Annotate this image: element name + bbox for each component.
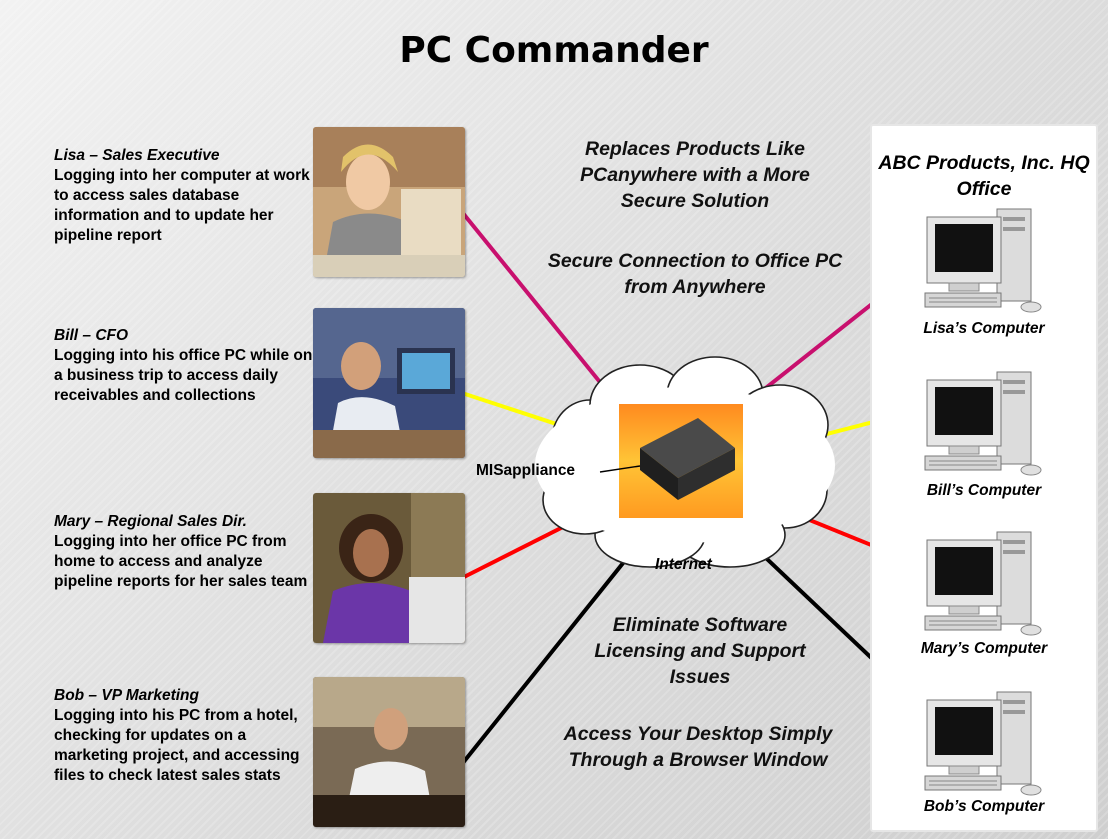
computer-label-lisa: Lisa’s Computer — [923, 320, 1045, 337]
persona-description: Logging into his office PC while on a bu… — [54, 347, 313, 404]
persona-name: Lisa – Sales Executive — [54, 147, 220, 164]
persona-name: Mary – Regional Sales Dir. — [54, 513, 247, 530]
computer-label-bob: Bob’s Computer — [923, 798, 1045, 815]
hq-office-title: ABC Products, Inc. HQ Office — [878, 152, 1090, 200]
bob-photo — [313, 677, 465, 827]
bill-photo — [313, 308, 465, 458]
persona-bob: Bob – VP Marketing Logging into his PC f… — [54, 686, 316, 786]
desktop-computer-icon — [924, 531, 1042, 636]
desktop-computer-icon — [924, 208, 1042, 313]
computer-label-bill: Bill’s Computer — [926, 482, 1042, 499]
message-browser-access: Access Your Desktop Simply Through a Bro… — [563, 723, 833, 771]
persona-name: Bill – CFO — [54, 327, 129, 344]
lisa-photo — [313, 127, 465, 277]
persona-description: Logging into her office PC from home to … — [54, 533, 308, 590]
persona-description: Logging into her computer at work to acc… — [54, 167, 310, 244]
desktop-computer-icon — [924, 371, 1042, 476]
internet-label: Internet — [655, 556, 712, 573]
persona-lisa: Lisa – Sales Executive Logging into her … — [54, 146, 316, 246]
message-replaces-products: Replaces Products Like PCanywhere with a… — [580, 138, 810, 212]
computer-label-mary: Mary’s Computer — [920, 640, 1048, 657]
persona-bill: Bill – CFO Logging into his office PC wh… — [54, 326, 316, 406]
desktop-computer-icon — [924, 691, 1042, 796]
misappliance-label: MISappliance — [476, 462, 576, 479]
message-secure-connection: Secure Connection to Office PC from Anyw… — [547, 250, 843, 298]
mary-photo — [313, 493, 465, 643]
persona-name: Bob – VP Marketing — [54, 687, 199, 704]
persona-description: Logging into his PC from a hotel, checki… — [54, 707, 300, 784]
page-title: PC Commander — [399, 30, 709, 71]
message-eliminate-licensing: Eliminate Software Licensing and Support… — [594, 614, 806, 688]
persona-mary: Mary – Regional Sales Dir. Logging into … — [54, 512, 316, 592]
